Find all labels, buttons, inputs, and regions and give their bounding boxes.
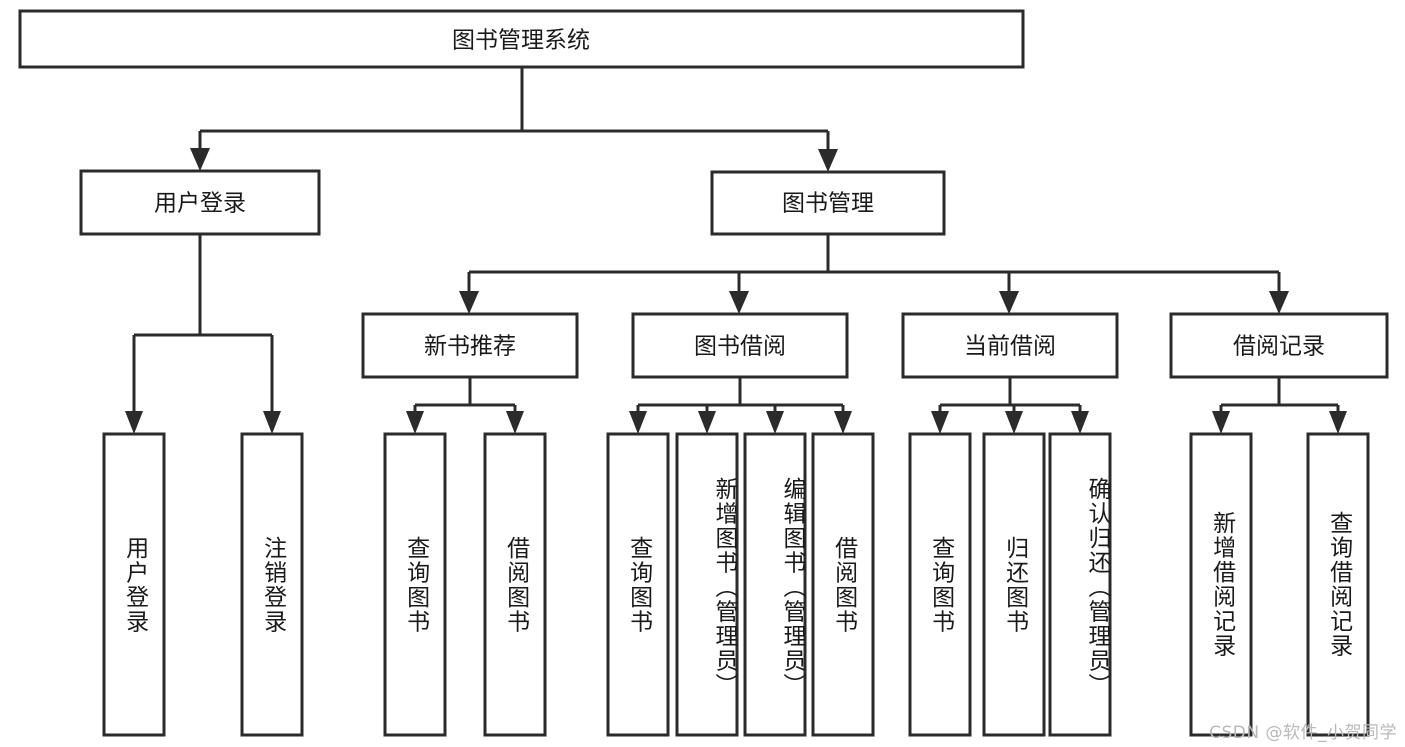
borrow-record-box[interactable] <box>1169 312 1389 379</box>
arrow-head-icon-leaf-query-record <box>1329 411 1347 434</box>
csdn-watermark: CSDN @软件_小贺同学 <box>1209 723 1397 743</box>
arrow-head-icon-borrow <box>729 291 749 314</box>
leaf-box-confirm-return[interactable] <box>1048 432 1112 737</box>
borrow-record-label: 借阅记录 <box>1233 334 1325 360</box>
arrow-head-icon-leaf-logout <box>263 411 281 434</box>
leaf-box-add-record[interactable] <box>1189 432 1253 737</box>
leaf-box-logout[interactable] <box>240 432 304 737</box>
arrow-head-icon-leaf-borrow-book-a <box>506 411 524 434</box>
node-root[interactable]: 图书管理系统 <box>18 9 1025 69</box>
node-borrow-record[interactable]: 借阅记录 <box>1169 312 1389 379</box>
leaf-box-return-book[interactable] <box>982 432 1046 737</box>
arrow-head-icon-record <box>1269 291 1289 314</box>
current-borrow-label: 当前借阅 <box>964 334 1056 360</box>
node-current-borrow[interactable]: 当前借阅 <box>901 312 1119 379</box>
node-book-management[interactable]: 图书管理 <box>710 170 946 236</box>
arrow-head-icon-leaf-query-book-c <box>931 411 949 434</box>
new-book-recommend-label: 新书推荐 <box>424 334 516 360</box>
arrow-head-icon-bookmgmt <box>818 149 838 172</box>
leaf-box-query-book-c[interactable] <box>908 432 972 737</box>
book-borrow-label: 图书借阅 <box>694 334 786 360</box>
new-book-recommend-box[interactable] <box>361 312 579 379</box>
arrow-head-icon-leaf-borrow-book-b <box>834 411 852 434</box>
user-login-label: 用户登录 <box>154 191 246 217</box>
current-borrow-box[interactable] <box>901 312 1119 379</box>
arrow-head-icon-login <box>190 148 210 171</box>
leaf-box-edit-book[interactable] <box>743 432 807 737</box>
arrow-head-icon-newbook <box>459 291 479 314</box>
arrow-head-icon-leaf-confirm-return <box>1071 411 1089 434</box>
book-management-label: 图书管理 <box>782 191 874 217</box>
arrow-head-icon-leaf-query-book-a <box>406 411 424 434</box>
leaf-box-add-book[interactable] <box>675 432 739 737</box>
node-book-borrow[interactable]: 图书借阅 <box>631 312 849 379</box>
arrow-head-icon-leaf-query-book-b <box>629 411 647 434</box>
leaf-box-borrow-book-b[interactable] <box>811 432 875 737</box>
leaf-box-query-book-a[interactable] <box>383 432 447 737</box>
arrow-head-icon-leaf-user-login <box>125 411 143 434</box>
book-borrow-box[interactable] <box>631 312 849 379</box>
arrow-head-icon-leaf-add-book <box>698 411 716 434</box>
leaf-box-query-book-b[interactable] <box>606 432 670 737</box>
arrow-head-icon-leaf-add-record <box>1212 411 1230 434</box>
node-new-book-recommend[interactable]: 新书推荐 <box>361 312 579 379</box>
arrow-head-icon-leaf-return-book <box>1005 411 1023 434</box>
leaf-box-user-login[interactable] <box>102 432 166 737</box>
leaf-box-query-record[interactable] <box>1306 432 1370 737</box>
arrow-head-icon-current <box>999 291 1019 314</box>
leaf-box-borrow-book-a[interactable] <box>483 432 547 737</box>
book-management-box[interactable] <box>710 170 946 236</box>
arrow-head-icon-leaf-edit-book <box>766 411 784 434</box>
root-box[interactable] <box>18 9 1025 69</box>
node-user-login[interactable]: 用户登录 <box>79 169 321 236</box>
root-label: 图书管理系统 <box>452 28 590 54</box>
